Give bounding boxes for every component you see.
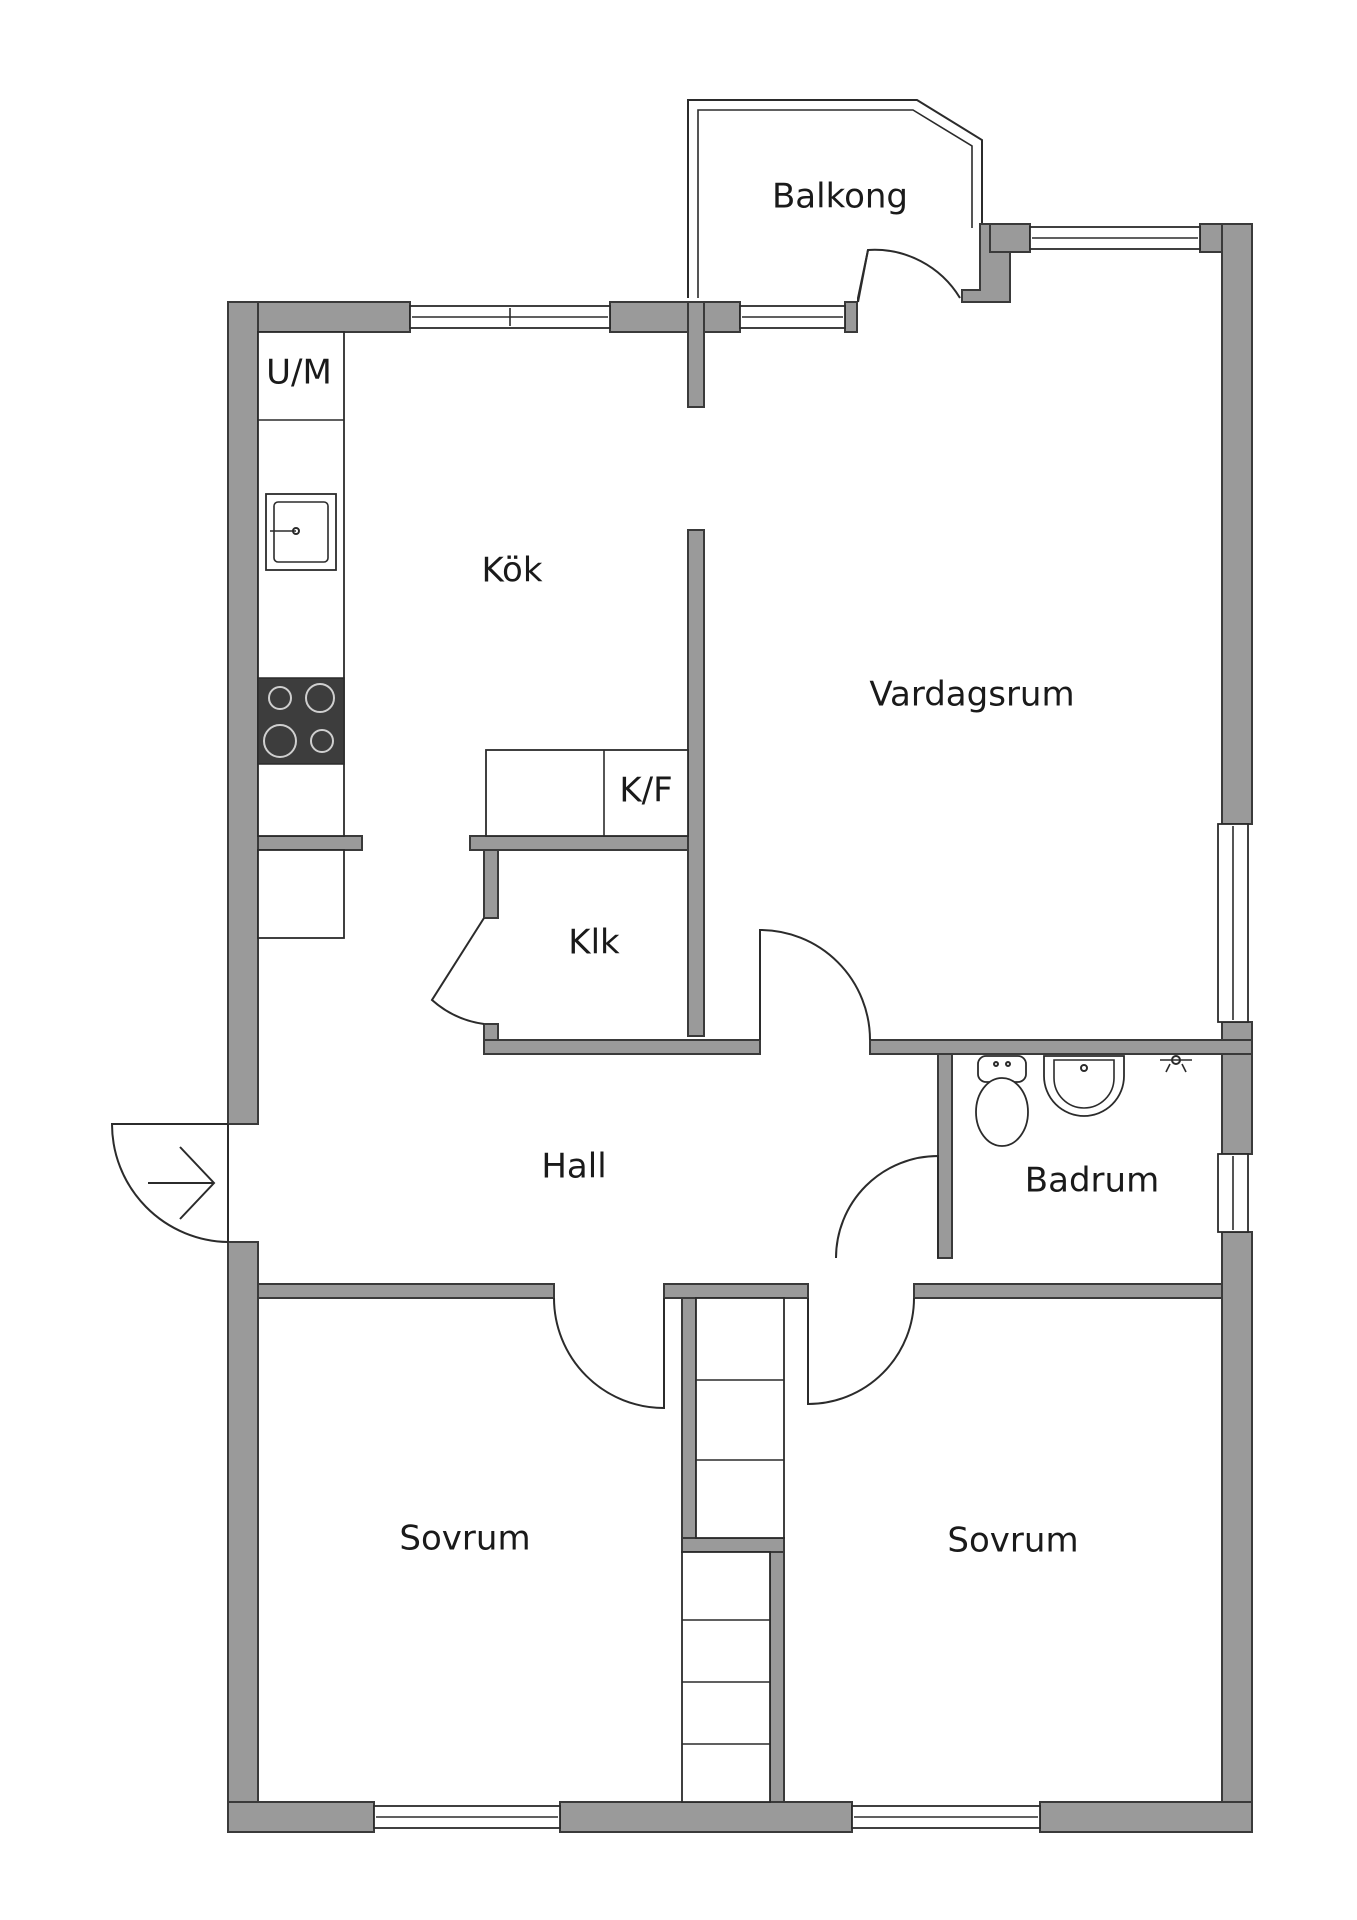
kitchen-fixtures xyxy=(257,331,689,939)
windows xyxy=(373,226,1249,1829)
toilet-icon xyxy=(975,1055,1029,1147)
shower-icon xyxy=(1160,1055,1192,1073)
outer-walls xyxy=(227,223,1253,1833)
bathroom-fixtures xyxy=(975,1055,1192,1147)
label-klk: Klk xyxy=(568,923,620,963)
label-sovrum-right: Sovrum xyxy=(947,1521,1078,1561)
label-vardagsrum: Vardagsrum xyxy=(869,675,1074,715)
balcony xyxy=(687,99,983,298)
room-labels: Balkong Kök Vardagsrum K/F U/M Klk Hall … xyxy=(266,177,1159,1561)
bath-sink-icon xyxy=(1043,1055,1125,1117)
label-badrum: Badrum xyxy=(1025,1161,1159,1201)
label-hall: Hall xyxy=(541,1147,606,1187)
label-kf: K/F xyxy=(619,771,672,811)
closet-shelves xyxy=(681,1297,785,1803)
doors xyxy=(110,248,961,1410)
label-kok: Kök xyxy=(481,551,542,591)
entry-arrow-icon xyxy=(148,1146,216,1220)
label-balkong: Balkong xyxy=(772,177,908,217)
label-sovrum-left: Sovrum xyxy=(399,1519,530,1559)
label-um: U/M xyxy=(266,353,332,393)
